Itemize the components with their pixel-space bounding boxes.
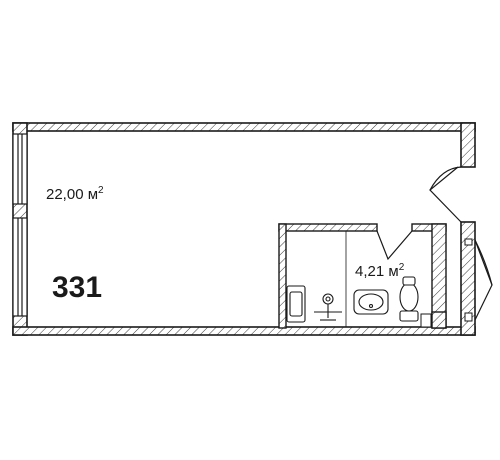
window-upper [12,133,28,205]
bathroom-door [376,230,413,261]
corridor-marker [464,238,473,246]
corridor-marker-2 [464,312,473,322]
shower-drain [314,293,342,321]
wall-right-upper [460,122,476,168]
corridor-door-arc [474,239,493,286]
bath-wall-top-left [278,223,378,232]
toilet [399,276,419,322]
main-room-area: 22,00 м2 [46,185,104,203]
bathroom-walls [278,223,447,329]
sink [353,289,389,315]
entrance-door [429,166,462,223]
entrance-door-arc [429,166,462,191]
washing-machine [286,285,306,323]
fixtures [286,276,419,323]
bath-wall-left [278,223,287,329]
wall-right-lower [460,221,476,336]
unit-number: 331 [52,271,102,304]
wall-top [12,122,476,132]
wall-bottom [12,326,476,336]
corridor-door [474,239,493,321]
bath-wall-stub [431,311,447,329]
window-lower [12,217,28,317]
windows-left [12,133,28,317]
corner-column [420,313,432,328]
bathroom-area: 4,21 м2 [355,262,405,280]
doors [376,166,493,321]
